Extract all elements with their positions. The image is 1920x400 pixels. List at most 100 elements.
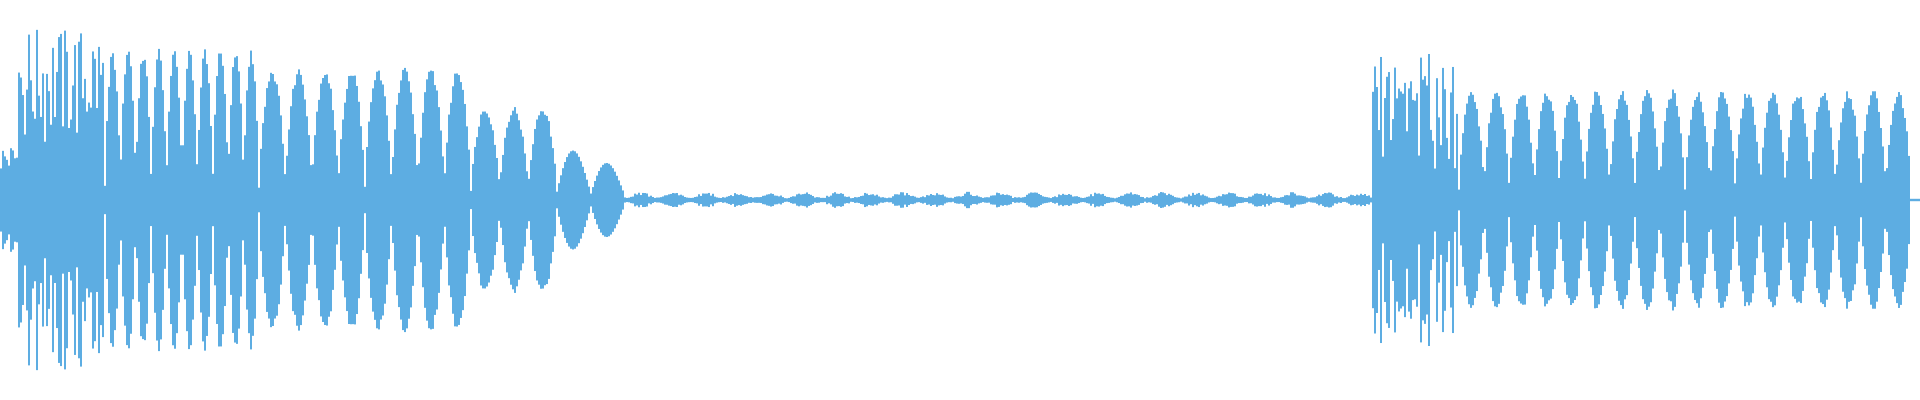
waveform-bar <box>1514 119 1516 281</box>
waveform-bar <box>626 197 628 203</box>
waveform-bar <box>684 196 686 204</box>
waveform-bar <box>824 197 826 203</box>
waveform-bar <box>896 194 898 206</box>
waveform-bar <box>1906 131 1908 269</box>
waveform-bar <box>1028 193 1030 207</box>
waveform-bar <box>84 78 86 322</box>
waveform-bar <box>1526 106 1528 294</box>
waveform-bar <box>1230 193 1232 207</box>
waveform-bar <box>576 153 578 247</box>
waveform-bar <box>1228 192 1230 208</box>
waveform-bar <box>1528 119 1530 281</box>
waveform-bar <box>466 126 468 274</box>
waveform-bar <box>1604 128 1606 272</box>
waveform-bar <box>908 194 910 206</box>
waveform-bar <box>294 85 296 315</box>
waveform-bar <box>392 156 394 244</box>
waveform-bar <box>1840 122 1842 278</box>
waveform-bar <box>1100 194 1102 206</box>
waveform-bar <box>1862 153 1864 247</box>
waveform-bar <box>1048 197 1050 203</box>
waveform-bar <box>1478 126 1480 274</box>
waveform-bar <box>1020 197 1022 203</box>
waveform-bar <box>578 156 580 244</box>
waveform-bar <box>924 197 926 203</box>
waveform-bar <box>940 194 942 206</box>
waveform-bar <box>680 194 682 206</box>
waveform-bar <box>632 196 634 204</box>
waveform-bar <box>384 96 386 304</box>
waveform-bar <box>818 197 820 203</box>
waveform-bar <box>1428 53 1430 347</box>
waveform-bar <box>88 102 90 298</box>
waveform-bar <box>1232 193 1234 207</box>
waveform-bar <box>356 85 358 315</box>
waveform-bar <box>8 165 10 235</box>
waveform-bar <box>1156 195 1158 205</box>
waveform-bar <box>1388 72 1390 328</box>
waveform-bar <box>1464 114 1466 286</box>
waveform-bar <box>1460 154 1462 246</box>
waveform-bar <box>854 197 856 203</box>
waveform-bar <box>860 196 862 204</box>
waveform-bar <box>1340 197 1342 203</box>
waveform-bar <box>1042 196 1044 204</box>
waveform-bar <box>474 146 476 254</box>
waveform-bar <box>696 196 698 204</box>
waveform-bar <box>1662 142 1664 258</box>
waveform-bar <box>424 92 426 308</box>
waveform-bar <box>1060 195 1062 205</box>
waveform-bar <box>1290 192 1292 208</box>
waveform-bar <box>1798 98 1800 302</box>
waveform-bar <box>1394 67 1396 333</box>
waveform-bar <box>704 193 706 207</box>
waveform-bar <box>1608 174 1610 226</box>
waveform-bar <box>1890 124 1892 276</box>
waveform-bar <box>740 194 742 206</box>
waveform-bar <box>102 62 104 338</box>
waveform-bar <box>1596 92 1598 308</box>
waveform-bar <box>972 196 974 204</box>
waveform-bar <box>290 106 292 294</box>
waveform-bar <box>478 126 480 274</box>
waveform-bar <box>950 197 952 203</box>
waveform-bar <box>720 198 722 202</box>
waveform-bar <box>1868 105 1870 295</box>
waveform-bar <box>1588 128 1590 272</box>
waveform-bar <box>622 190 624 210</box>
waveform-bar <box>358 101 360 299</box>
waveform-bar <box>72 85 74 315</box>
waveform-bar <box>1046 197 1048 203</box>
waveform-bar <box>532 144 534 256</box>
waveform-bar <box>1182 197 1184 203</box>
waveform-bar <box>1056 197 1058 203</box>
waveform-bar <box>1452 66 1454 334</box>
waveform-bar <box>1584 178 1586 222</box>
waveform-bar <box>878 196 880 204</box>
waveform-bar <box>470 190 472 210</box>
waveform-bar <box>1014 197 1016 203</box>
waveform-bar <box>886 198 888 202</box>
waveform-bar <box>580 161 582 239</box>
waveform-bar <box>982 197 984 203</box>
waveform-bar <box>190 54 192 346</box>
waveform-bar <box>496 157 498 243</box>
waveform-bar <box>1734 183 1736 217</box>
waveform-bar <box>1016 197 1018 203</box>
waveform-bar <box>440 130 442 270</box>
waveform-bar <box>276 84 278 316</box>
waveform-bar <box>250 50 252 350</box>
waveform-bar <box>548 121 550 279</box>
waveform-bar <box>1834 173 1836 227</box>
waveform-bar <box>332 110 334 290</box>
waveform-bar <box>988 197 990 203</box>
waveform-bar <box>252 64 254 336</box>
waveform-bar <box>978 196 980 204</box>
waveform-bar <box>1406 131 1408 269</box>
waveform-bar <box>284 174 286 226</box>
waveform-bar <box>946 197 948 203</box>
waveform-bar <box>1346 197 1348 203</box>
waveform-bar <box>506 127 508 273</box>
waveform-bar <box>1162 192 1164 208</box>
